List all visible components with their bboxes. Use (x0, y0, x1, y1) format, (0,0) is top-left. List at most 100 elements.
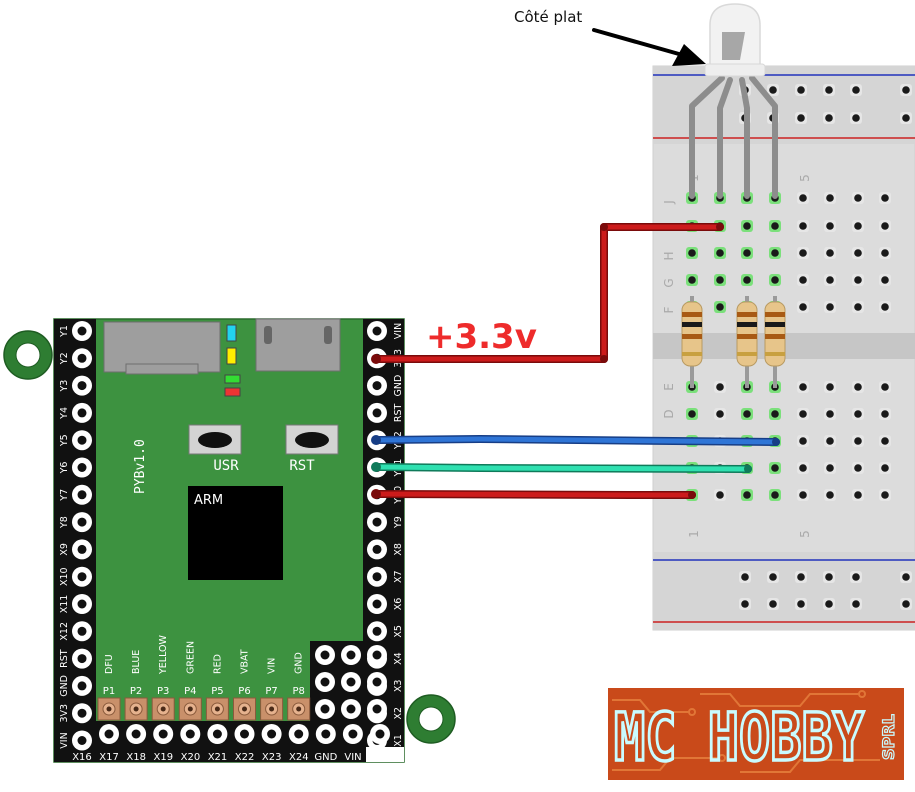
breadboard-hole[interactable] (769, 408, 781, 420)
pad-p7[interactable] (260, 697, 284, 721)
left-header-pin[interactable] (72, 703, 92, 724)
pad-p1[interactable] (97, 697, 121, 721)
breadboard-hole[interactable] (879, 301, 891, 313)
aux-header-pin[interactable] (367, 645, 387, 665)
left-header-pin[interactable] (72, 375, 92, 396)
breadboard-hole[interactable] (797, 247, 809, 259)
breadboard-hole[interactable] (850, 571, 862, 583)
breadboard-hole[interactable] (879, 274, 891, 286)
breadboard-hole[interactable] (824, 462, 836, 474)
left-header-pin[interactable] (72, 402, 92, 423)
right-header-pin[interactable] (367, 512, 387, 533)
aux-header-pin[interactable] (367, 699, 387, 719)
pad-p8[interactable] (287, 697, 311, 721)
breadboard-hole[interactable] (900, 112, 912, 124)
aux-header-pin[interactable] (367, 672, 387, 692)
breadboard-hole[interactable] (852, 489, 864, 501)
breadboard-hole[interactable] (879, 220, 891, 232)
bottom-header-pin[interactable] (180, 724, 201, 744)
breadboard-hole[interactable] (852, 408, 864, 420)
breadboard-hole[interactable] (852, 301, 864, 313)
breadboard-hole[interactable] (879, 381, 891, 393)
breadboard-hole[interactable] (852, 435, 864, 447)
right-header-pin[interactable] (367, 375, 387, 396)
breadboard-hole[interactable] (769, 247, 781, 259)
breadboard-hole[interactable] (824, 381, 836, 393)
left-header-pin[interactable] (72, 675, 92, 696)
aux-header-pin[interactable] (315, 672, 335, 692)
breadboard-hole[interactable] (714, 301, 726, 313)
breadboard-hole[interactable] (767, 571, 779, 583)
breadboard-hole[interactable] (852, 247, 864, 259)
right-header-pin[interactable] (367, 539, 387, 560)
breadboard-hole[interactable] (824, 408, 836, 420)
breadboard-hole[interactable] (850, 598, 862, 610)
breadboard-hole[interactable] (767, 84, 779, 96)
bottom-header-pin[interactable] (153, 724, 174, 744)
breadboard-hole[interactable] (879, 489, 891, 501)
bottom-header-pin[interactable] (315, 724, 336, 744)
breadboard-hole[interactable] (797, 274, 809, 286)
left-header-pin[interactable] (72, 539, 92, 560)
breadboard-hole[interactable] (850, 84, 862, 96)
left-header-pin[interactable] (72, 621, 92, 642)
bottom-header-pin[interactable] (342, 724, 363, 744)
left-header-pin[interactable] (72, 730, 92, 751)
breadboard-hole[interactable] (769, 462, 781, 474)
breadboard-hole[interactable] (767, 598, 779, 610)
breadboard-hole[interactable] (714, 489, 726, 501)
breadboard-hole[interactable] (879, 435, 891, 447)
breadboard-hole[interactable] (824, 247, 836, 259)
pad-p6[interactable] (233, 697, 256, 721)
aux-header-pin[interactable] (341, 645, 361, 665)
breadboard-hole[interactable] (824, 301, 836, 313)
breadboard-hole[interactable] (824, 274, 836, 286)
bottom-header-pin[interactable] (261, 724, 282, 744)
breadboard-hole[interactable] (714, 274, 726, 286)
bottom-header-pin[interactable] (99, 724, 119, 744)
breadboard-hole[interactable] (739, 598, 751, 610)
breadboard-hole[interactable] (797, 301, 809, 313)
pad-p5[interactable] (205, 697, 229, 721)
right-header-pin[interactable] (367, 321, 387, 341)
breadboard-hole[interactable] (797, 192, 809, 204)
breadboard-hole[interactable] (769, 274, 781, 286)
breadboard-hole[interactable] (714, 381, 726, 393)
bottom-header-pin[interactable] (234, 724, 255, 744)
left-header-pin[interactable] (72, 484, 92, 505)
breadboard-hole[interactable] (741, 408, 753, 420)
breadboard-hole[interactable] (797, 462, 809, 474)
breadboard-hole[interactable] (824, 220, 836, 232)
left-header-pin[interactable] (72, 512, 92, 533)
left-header-pin[interactable] (72, 594, 92, 614)
right-header-pin[interactable] (367, 621, 387, 642)
breadboard-hole[interactable] (686, 274, 698, 286)
right-header-pin[interactable] (367, 594, 387, 614)
left-header-pin[interactable] (72, 457, 92, 478)
right-header-pin[interactable] (367, 566, 387, 587)
breadboard-hole[interactable] (795, 571, 807, 583)
breadboard-hole[interactable] (769, 220, 781, 232)
breadboard-hole[interactable] (714, 247, 726, 259)
breadboard-hole[interactable] (852, 462, 864, 474)
breadboard-hole[interactable] (795, 598, 807, 610)
breadboard-hole[interactable] (823, 571, 835, 583)
breadboard-hole[interactable] (852, 274, 864, 286)
rst-button[interactable] (285, 424, 339, 455)
breadboard-hole[interactable] (823, 112, 835, 124)
aux-header-pin[interactable] (315, 645, 335, 665)
breadboard-hole[interactable] (879, 462, 891, 474)
bottom-header-pin[interactable] (126, 724, 147, 744)
aux-header-pin[interactable] (315, 699, 335, 719)
aux-header-pin[interactable] (341, 672, 361, 692)
breadboard-hole[interactable] (741, 274, 753, 286)
breadboard-hole[interactable] (824, 435, 836, 447)
pad-p3[interactable] (151, 697, 175, 721)
breadboard-hole[interactable] (741, 220, 753, 232)
breadboard-hole[interactable] (686, 408, 698, 420)
breadboard-hole[interactable] (824, 489, 836, 501)
breadboard-hole[interactable] (879, 192, 891, 204)
breadboard-hole[interactable] (741, 489, 753, 501)
breadboard-hole[interactable] (797, 489, 809, 501)
bottom-header-pin[interactable] (370, 724, 390, 744)
